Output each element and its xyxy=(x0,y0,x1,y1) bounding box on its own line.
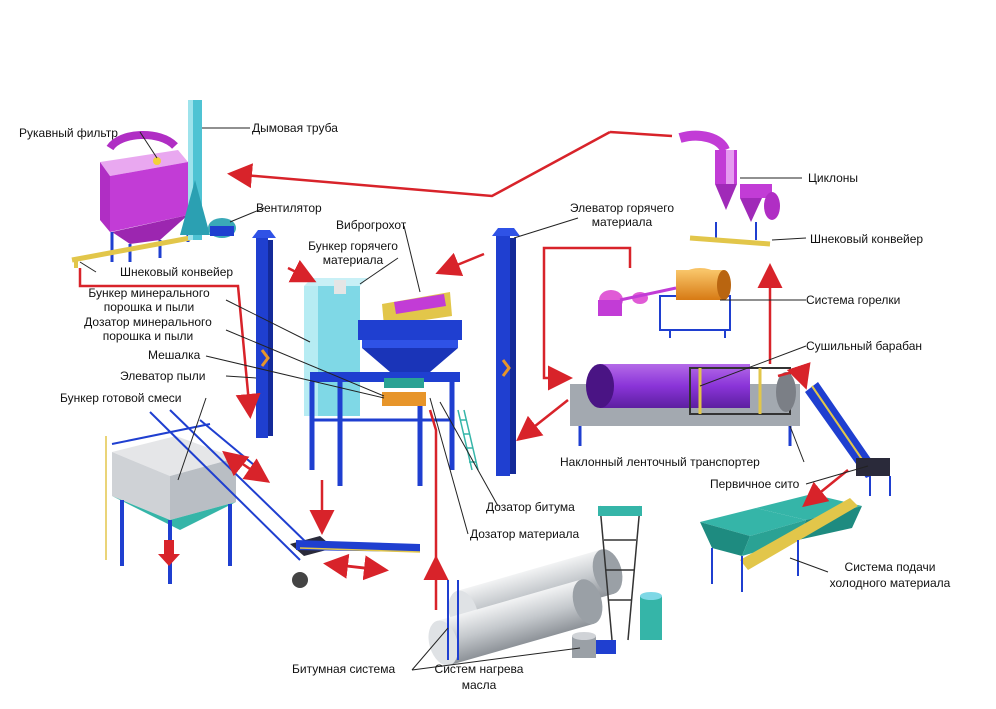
label-cold-feed-line1: Система подачи xyxy=(844,560,936,574)
discharge-belt xyxy=(296,540,421,553)
cold-feed-bins xyxy=(700,494,862,592)
dryer-drum xyxy=(570,364,800,446)
finished-mix-silo xyxy=(105,409,334,588)
label-cyclones: Циклоны xyxy=(808,171,859,185)
label-mineral-bin-line1: Бункер минерального xyxy=(88,286,210,300)
label-cold-feed-line2: холодного материала xyxy=(829,576,951,590)
oil-heater xyxy=(572,632,616,658)
label-hot-bin-line2: материала xyxy=(322,253,384,267)
label-dryer-drum: Сушильный барабан xyxy=(806,339,923,353)
label-bitumen-doser: Дозатор битума xyxy=(486,500,575,514)
leader-lines xyxy=(79,127,869,671)
bitumen-tanks xyxy=(428,505,662,666)
inclined-belt-conveyor xyxy=(805,382,891,496)
label-burner-system: Система горелки xyxy=(806,293,901,307)
label-inclined-belt: Наклонный ленточный транспортер xyxy=(560,455,760,469)
label-hot-bin-line1: Бункер горячего xyxy=(308,239,398,253)
label-hot-elevator-line2: материала xyxy=(591,215,653,229)
bag-filter xyxy=(100,130,190,262)
hot-aggregate-elevator xyxy=(492,228,520,476)
label-oil-heating-line1: Систем нагрева xyxy=(434,662,524,676)
screw-conveyor-left xyxy=(71,235,191,268)
label-chimney: Дымовая труба xyxy=(252,121,338,135)
label-bitumen-system: Битумная система xyxy=(292,662,396,676)
label-material-doser: Дозатор материала xyxy=(470,527,580,541)
chimney xyxy=(180,100,210,240)
burner-system xyxy=(598,268,731,338)
label-screw-conveyor-right: Шнековый конвейер xyxy=(810,232,924,246)
screw-conveyor-right xyxy=(689,235,771,247)
dust-elevator xyxy=(252,230,276,438)
label-mineral-doser-line1: Дозатор минерального xyxy=(84,315,212,329)
label-screw-conveyor-left: Шнековый конвейер xyxy=(120,265,234,279)
cyclones xyxy=(678,130,780,240)
flow-arrows xyxy=(78,130,849,610)
fan xyxy=(208,218,236,238)
label-primary-screen: Первичное сито xyxy=(710,477,800,491)
label-vibro-screen: Виброгрохот xyxy=(336,218,407,232)
label-mineral-doser-line2: порошка и пыли xyxy=(102,329,194,343)
label-mineral-bin-line2: порошка и пыли xyxy=(103,300,195,314)
label-finished-bin: Бункер готовой смеси xyxy=(60,391,182,405)
label-fan: Вентилятор xyxy=(256,201,322,215)
label-mixer: Мешалка xyxy=(148,348,201,362)
mixing-tower xyxy=(304,278,479,486)
label-bag-filter: Рукавный фильтр xyxy=(19,126,118,140)
label-oil-heating-line2: масла xyxy=(461,678,497,692)
label-hot-elevator-line1: Элеватор горячего xyxy=(569,201,675,215)
label-dust-elevator: Элеватор пыли xyxy=(120,369,206,383)
down-arrow-finished xyxy=(158,540,180,566)
